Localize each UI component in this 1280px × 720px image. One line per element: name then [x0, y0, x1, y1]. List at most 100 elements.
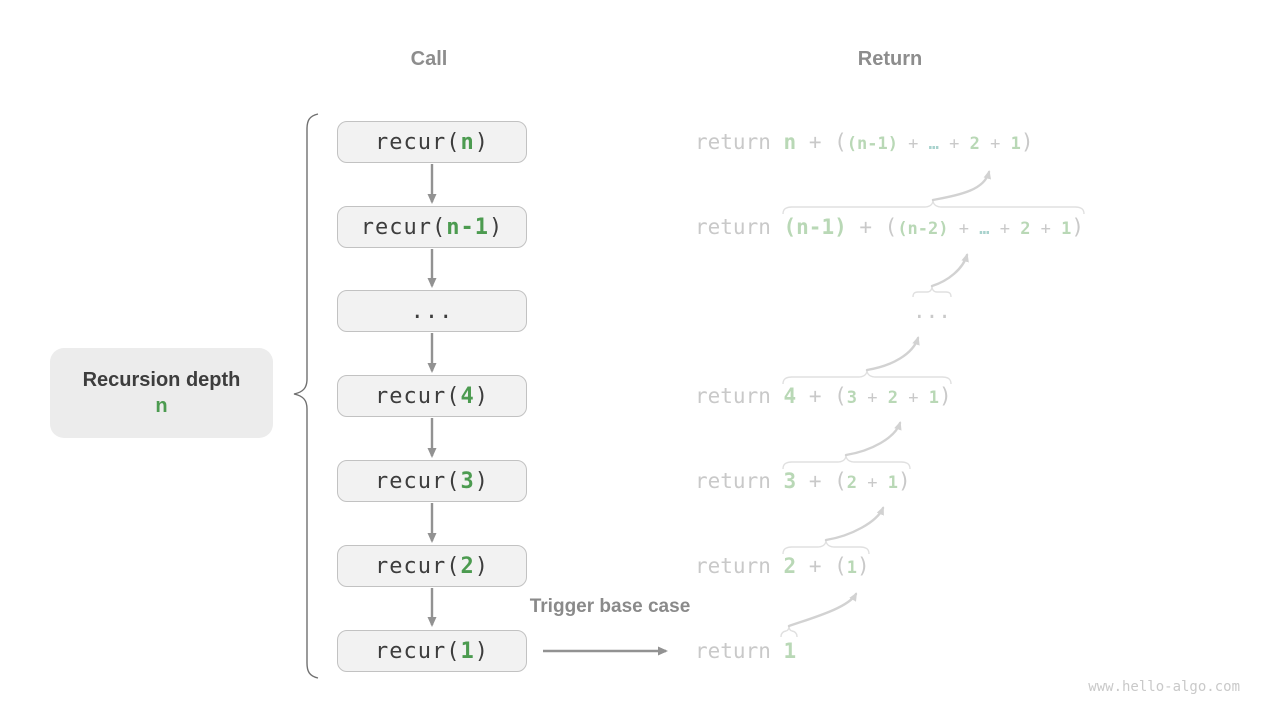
call-text: ) — [474, 638, 489, 664]
call-box-6: recur(1) — [337, 630, 527, 672]
return-token: + ( — [796, 384, 847, 408]
return-token: + — [979, 134, 1011, 154]
call-text: ) — [488, 214, 504, 240]
call-text: recur( — [375, 129, 461, 155]
trigger-base-case-label: Trigger base case — [529, 596, 691, 617]
call-text: recur( — [375, 468, 461, 494]
recursion-depth-label: Recursion depth n — [50, 348, 273, 438]
return-token: + — [897, 388, 929, 408]
return-token: + ( — [846, 215, 898, 239]
return-token: return — [695, 469, 784, 493]
return-brace-icon — [782, 369, 952, 385]
return-token: 1 — [846, 558, 857, 578]
return-row-0: return n + ((n-1) + … + 2 + 1) — [695, 130, 1034, 154]
return-row-6: return 1 — [695, 639, 796, 663]
return-token: return — [695, 384, 784, 408]
return-token: (n-1) — [846, 134, 898, 154]
return-token: return — [695, 554, 784, 578]
return-token: + — [857, 388, 888, 408]
call-box-5: recur(2) — [337, 545, 527, 587]
return-token: + — [989, 219, 1021, 239]
call-box-1: recur(n-1) — [337, 206, 527, 248]
return-token: + ( — [796, 469, 847, 493]
return-flow-arrow-icon — [787, 592, 858, 628]
return-token: n — [783, 130, 797, 154]
call-text: recur( — [375, 638, 461, 664]
return-token: 2 — [887, 388, 898, 408]
return-row-4: return 3 + (2 + 1) — [695, 469, 911, 493]
return-flow-arrow-icon — [931, 170, 991, 202]
call-box-3: recur(4) — [337, 375, 527, 417]
return-brace-icon — [782, 539, 870, 555]
return-token: 1 — [783, 639, 797, 663]
return-token: return — [695, 130, 784, 154]
recursion-depth-brace-icon — [293, 113, 319, 679]
return-token: … — [979, 219, 990, 239]
call-text: ) — [474, 383, 489, 409]
return-token: ) — [1071, 215, 1085, 239]
return-token: 2 — [783, 554, 797, 578]
call-text: ... — [410, 298, 454, 324]
call-text: ) — [474, 553, 489, 579]
return-row-2: ... — [913, 299, 951, 323]
return-flow-arrow-icon — [865, 336, 920, 372]
return-flow-arrow-icon — [824, 506, 885, 542]
return-token: 3 — [783, 469, 797, 493]
return-token: 4 — [783, 384, 797, 408]
call-box-0: recur(n) — [337, 121, 527, 163]
return-token: (n-1) — [783, 215, 847, 239]
call-arg: 4 — [460, 383, 475, 409]
return-token: + — [897, 134, 929, 154]
return-token: 2 — [969, 134, 980, 154]
return-token: 3 — [846, 388, 857, 408]
return-token: 1 — [887, 473, 898, 493]
return-brace-icon — [782, 199, 1085, 215]
return-token: + — [1030, 219, 1062, 239]
return-token: (n-2) — [897, 219, 949, 239]
return-brace-icon — [912, 285, 952, 298]
recursion-depth-value: n — [155, 394, 168, 417]
call-arg: n — [460, 129, 475, 155]
return-token: return — [695, 639, 784, 663]
return-token: 1 — [928, 388, 939, 408]
return-token: + ( — [796, 130, 847, 154]
return-token: + — [857, 473, 888, 493]
return-token: 2 — [846, 473, 857, 493]
return-column-header: Return — [857, 48, 923, 70]
call-text: recur( — [375, 553, 461, 579]
call-arg: 2 — [460, 553, 475, 579]
return-token: … — [928, 134, 939, 154]
return-row-3: return 4 + (3 + 2 + 1) — [695, 384, 952, 408]
watermark-url: www.hello-algo.com — [1088, 679, 1240, 695]
return-token: ) — [857, 554, 870, 578]
recursion-depth-title: Recursion depth — [82, 368, 241, 391]
return-token: + — [938, 134, 970, 154]
return-flow-arrow-icon — [844, 421, 902, 457]
return-token: ) — [1020, 130, 1034, 154]
return-row-1: return (n-1) + ((n-2) + … + 2 + 1) — [695, 215, 1084, 239]
return-token: + ( — [796, 554, 847, 578]
return-token: 1 — [1061, 219, 1072, 239]
return-flow-arrow-icon — [930, 253, 969, 288]
call-box-2: ... — [337, 290, 527, 332]
return-token: ) — [938, 384, 952, 408]
call-text: recur( — [375, 383, 461, 409]
return-brace-icon — [782, 454, 911, 470]
call-column-header: Call — [410, 48, 448, 70]
return-brace-icon — [780, 625, 798, 638]
call-box-4: recur(3) — [337, 460, 527, 502]
return-token: ... — [913, 299, 951, 323]
call-text: ) — [474, 129, 489, 155]
return-token: 2 — [1020, 219, 1031, 239]
call-arg: 1 — [460, 638, 475, 664]
call-arg: 3 — [460, 468, 475, 494]
call-text: ) — [474, 468, 489, 494]
return-token: 1 — [1010, 134, 1021, 154]
call-text: recur( — [360, 214, 447, 240]
return-token: + — [948, 219, 980, 239]
return-token: ) — [897, 469, 911, 493]
return-token: return — [695, 215, 784, 239]
call-arg: n-1 — [446, 214, 489, 240]
